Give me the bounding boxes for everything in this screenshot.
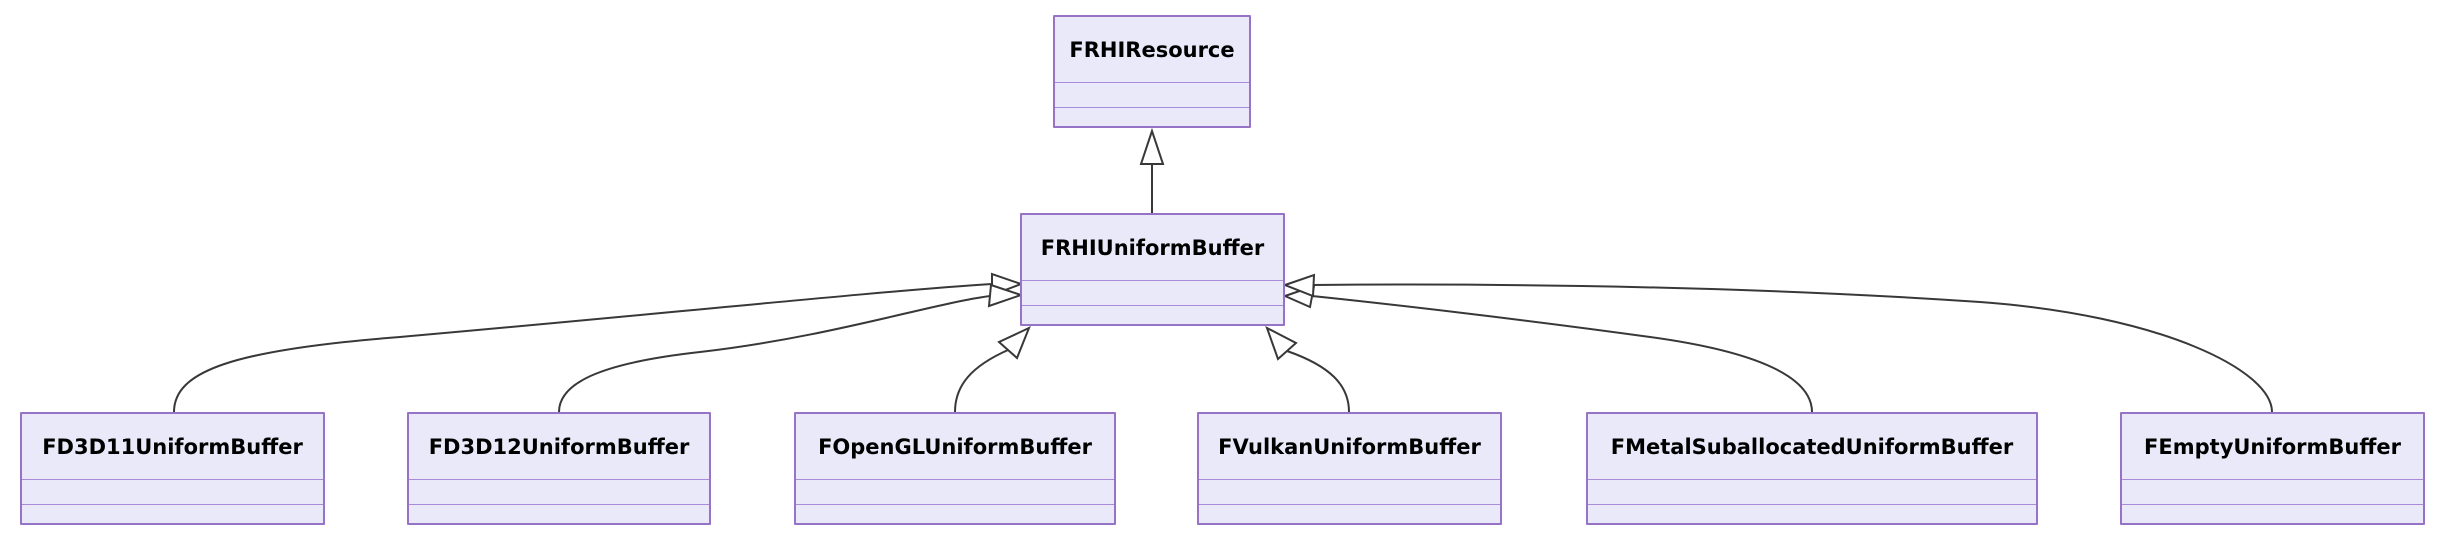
fields-compartment [796, 480, 1114, 505]
edge-fd3d12uniformbuffer-inherits-frhiuniformbuffer [558, 283, 1025, 413]
fields-compartment [1055, 83, 1249, 108]
methods-compartment [1588, 505, 2036, 523]
class-fd3d11uniformbuffer: FD3D11UniformBuffer [20, 412, 325, 525]
edge-line [558, 295, 991, 413]
class-fvulkanuniformbuffer: FVulkanUniformBuffer [1197, 412, 1502, 525]
class-name: FD3D12UniformBuffer [409, 414, 709, 480]
edge-fvulkanuniformbuffer-inherits-frhiuniformbuffer [1265, 325, 1350, 413]
methods-compartment [2122, 505, 2423, 523]
edge-frhiuniformbuffer-inherits-frhiresource [1139, 127, 1165, 213]
class-fd3d12uniformbuffer: FD3D12UniformBuffer [407, 412, 711, 525]
inheritance-arrowhead-icon [1139, 127, 1165, 165]
edge-line [1286, 350, 1350, 413]
methods-compartment [22, 505, 323, 523]
class-fopengluniformbuffer: FOpenGLUniformBuffer [794, 412, 1116, 525]
class-name: FRHIResource [1055, 17, 1249, 83]
class-name: FEmptyUniformBuffer [2122, 414, 2423, 480]
edge-femptyuniformbuffer-inherits-frhiuniformbuffer [1282, 273, 2273, 413]
class-fmetalsuballocateduniformbuffer: FMetalSuballocatedUniformBuffer [1586, 412, 2038, 525]
edge-line [1312, 283, 2273, 413]
class-name: FD3D11UniformBuffer [22, 414, 323, 480]
methods-compartment [409, 505, 709, 523]
edge-fopengluniformbuffer-inherits-frhiuniformbuffer [954, 326, 1031, 413]
fields-compartment [409, 480, 709, 505]
methods-compartment [1199, 505, 1500, 523]
edge-line [1311, 295, 1813, 413]
class-name: FOpenGLUniformBuffer [796, 414, 1114, 480]
edge-fd3d11uniformbuffer-inherits-frhiuniformbuffer [173, 272, 1024, 413]
methods-compartment [1022, 306, 1283, 324]
methods-compartment [796, 505, 1114, 523]
inheritance-arrowhead-icon [987, 283, 1025, 308]
class-name: FRHIUniformBuffer [1022, 215, 1283, 281]
inheritance-arrowhead-icon [997, 326, 1031, 360]
methods-compartment [1055, 108, 1249, 126]
edge-line [954, 349, 1009, 413]
fields-compartment [1199, 480, 1500, 505]
class-name: FMetalSuballocatedUniformBuffer [1588, 414, 2036, 480]
edge-fmetalsuballocateduniformbuffer-inherits-frhiuniformbuffer [1282, 284, 1813, 413]
class-frhiuniformbuffer: FRHIUniformBuffer [1020, 213, 1285, 326]
fields-compartment [22, 480, 323, 505]
fields-compartment [1588, 480, 2036, 505]
class-name: FVulkanUniformBuffer [1199, 414, 1500, 480]
fields-compartment [1022, 281, 1283, 306]
class-femptyuniformbuffer: FEmptyUniformBuffer [2120, 412, 2425, 525]
fields-compartment [2122, 480, 2423, 505]
inheritance-arrowhead-icon [1265, 325, 1298, 361]
edge-line [173, 283, 993, 413]
class-frhiresource: FRHIResource [1053, 15, 1251, 128]
inheritance-arrowhead-icon [1282, 273, 1316, 298]
